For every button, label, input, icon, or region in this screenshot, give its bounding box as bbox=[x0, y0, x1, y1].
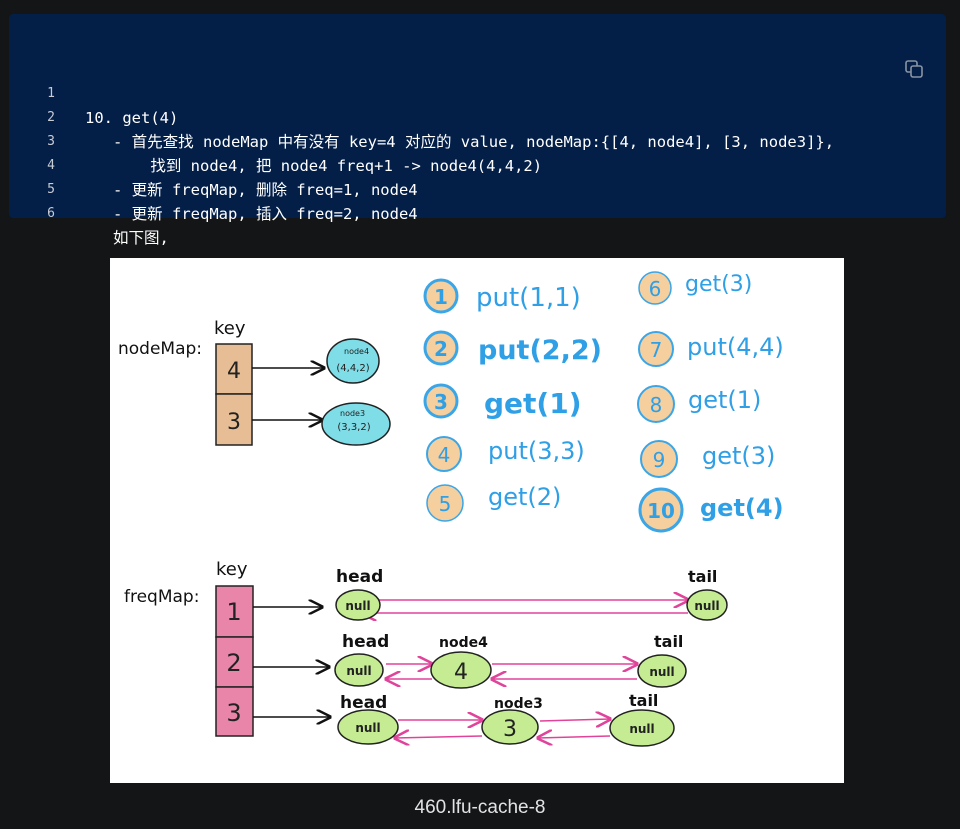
code-text: 如下图, bbox=[85, 229, 169, 247]
line-number: 6 bbox=[47, 206, 55, 221]
svg-text:get(3): get(3) bbox=[685, 272, 752, 297]
line-number: 4 bbox=[47, 158, 55, 173]
code-line-1: 1 10. get(4) bbox=[9, 58, 178, 127]
freq3-tail-null: null bbox=[609, 709, 675, 747]
code-block: 1 10. get(4) 2 - 首先查找 nodeMap 中有没有 key=4… bbox=[9, 14, 946, 247]
svg-text:null: null bbox=[629, 722, 654, 736]
svg-text:null: null bbox=[649, 665, 674, 679]
svg-text:9: 9 bbox=[653, 448, 666, 472]
svg-text:3: 3 bbox=[226, 699, 241, 727]
freq-key-cell-2: 2 bbox=[215, 636, 254, 688]
svg-text:null: null bbox=[355, 721, 380, 735]
svg-text:get(4): get(4) bbox=[700, 494, 784, 522]
op-10: 10 get(4) bbox=[638, 487, 784, 533]
freqmap-key-header: key bbox=[216, 559, 248, 580]
freq-key-cell-1: 1 bbox=[215, 585, 254, 638]
freq2-head-label: head bbox=[342, 632, 389, 652]
nodemap-key-cell-4: 4 bbox=[215, 343, 253, 395]
nodemap-node4: node4 (4,4,2) bbox=[326, 338, 380, 384]
code-text: - 首先查找 nodeMap 中有没有 key=4 对应的 value, nod… bbox=[85, 133, 835, 151]
svg-text:null: null bbox=[694, 599, 719, 613]
freq1-head-null: null bbox=[335, 589, 381, 621]
line-number: 2 bbox=[47, 110, 55, 125]
nodemap-key-header: key bbox=[214, 318, 246, 339]
svg-text:(4,4,2): (4,4,2) bbox=[336, 363, 369, 374]
freq2-node4-title: node4 bbox=[439, 635, 488, 651]
svg-text:node3: node3 bbox=[340, 409, 365, 418]
freq3-head-label: head bbox=[340, 693, 387, 713]
svg-text:10: 10 bbox=[647, 499, 675, 523]
line-number: 3 bbox=[47, 134, 55, 149]
svg-text:1: 1 bbox=[226, 598, 241, 626]
code-text: - 更新 freqMap, 插入 freq=2, node4 bbox=[85, 205, 418, 223]
freq3-link-4 bbox=[538, 736, 611, 738]
op-1: 1 put(1,1) bbox=[423, 278, 581, 314]
svg-text:get(3): get(3) bbox=[702, 442, 775, 470]
freq2-node4: 4 bbox=[430, 651, 492, 689]
svg-text:5: 5 bbox=[439, 492, 452, 516]
freq3-node3-title: node3 bbox=[494, 696, 543, 712]
svg-text:7: 7 bbox=[650, 338, 663, 362]
svg-text:4: 4 bbox=[438, 443, 451, 467]
svg-text:4: 4 bbox=[227, 359, 241, 384]
freq1-head-label: head bbox=[336, 567, 383, 587]
op-6: 6 get(3) bbox=[638, 271, 752, 305]
svg-text:put(2,2): put(2,2) bbox=[478, 335, 602, 366]
svg-text:3: 3 bbox=[227, 410, 241, 435]
freq3-node3: 3 bbox=[481, 709, 539, 745]
svg-text:8: 8 bbox=[650, 393, 663, 417]
freq3-link-2 bbox=[395, 736, 483, 738]
line-number: 1 bbox=[47, 86, 55, 101]
svg-text:3: 3 bbox=[434, 390, 448, 414]
svg-text:get(2): get(2) bbox=[488, 483, 561, 511]
freq2-tail-label: tail bbox=[654, 632, 683, 651]
nodemap-label: nodeMap: bbox=[118, 339, 202, 359]
freq2-tail-null: null bbox=[637, 654, 687, 688]
op-2: 2 put(2,2) bbox=[423, 330, 602, 366]
svg-text:put(1,1): put(1,1) bbox=[476, 283, 581, 313]
svg-text:null: null bbox=[346, 664, 371, 678]
op-8: 8 get(1) bbox=[637, 385, 761, 423]
nodemap-key-cell-3: 3 bbox=[215, 393, 253, 446]
op-3: 3 get(1) bbox=[423, 383, 582, 420]
line-number: 5 bbox=[47, 182, 55, 197]
op-5: 5 get(2) bbox=[426, 483, 561, 522]
svg-text:2: 2 bbox=[226, 649, 241, 677]
code-line-3: 3 找到 node4, 把 node4 freq+1 -> node4(4,4,… bbox=[9, 106, 542, 175]
svg-text:put(3,3): put(3,3) bbox=[488, 437, 585, 465]
code-text: 10. get(4) bbox=[85, 109, 179, 127]
freqmap-label: freqMap: bbox=[124, 587, 199, 607]
code-line-5: 5 - 更新 freqMap, 插入 freq=2, node4 bbox=[9, 154, 418, 223]
freq3-head-null: null bbox=[337, 709, 399, 745]
svg-text:(3,3,2): (3,3,2) bbox=[337, 422, 370, 433]
svg-text:1: 1 bbox=[434, 285, 448, 309]
freq1-tail-null: null bbox=[686, 589, 728, 621]
code-line-2: 2 - 首先查找 nodeMap 中有没有 key=4 对应的 value, n… bbox=[9, 82, 834, 151]
freq2-head-null: null bbox=[334, 653, 384, 687]
freq1-tail-label: tail bbox=[688, 567, 717, 586]
svg-text:get(1): get(1) bbox=[688, 386, 761, 414]
op-7: 7 put(4,4) bbox=[638, 331, 784, 367]
op-9: 9 get(3) bbox=[640, 440, 775, 478]
lfu-diagram-image: nodeMap: key 4 3 node4 (4,4,2) node3 (3,… bbox=[110, 258, 844, 783]
svg-text:6: 6 bbox=[649, 277, 662, 301]
svg-text:null: null bbox=[345, 599, 370, 613]
svg-text:2: 2 bbox=[434, 337, 448, 361]
svg-text:put(4,4): put(4,4) bbox=[687, 333, 784, 361]
code-line-4: 4 - 更新 freqMap, 删除 freq=1, node4 bbox=[9, 130, 418, 199]
copy-icon[interactable] bbox=[903, 58, 925, 80]
code-text: 找到 node4, 把 node4 freq+1 -> node4(4,4,2) bbox=[85, 157, 543, 175]
nodemap-node3: node3 (3,3,2) bbox=[321, 402, 391, 446]
svg-text:3: 3 bbox=[503, 717, 517, 742]
svg-text:4: 4 bbox=[454, 660, 468, 685]
svg-text:node4: node4 bbox=[344, 347, 369, 356]
freq-key-cell-3: 3 bbox=[215, 686, 254, 737]
op-4: 4 put(3,3) bbox=[426, 436, 585, 472]
code-text: - 更新 freqMap, 删除 freq=1, node4 bbox=[85, 181, 418, 199]
freq3-tail-label: tail bbox=[629, 691, 658, 710]
svg-text:get(1): get(1) bbox=[484, 387, 582, 420]
freq3-link-3 bbox=[539, 719, 610, 721]
image-caption: 460.lfu-cache-8 bbox=[414, 797, 546, 818]
code-line-6: 6 如下图, bbox=[9, 178, 169, 247]
